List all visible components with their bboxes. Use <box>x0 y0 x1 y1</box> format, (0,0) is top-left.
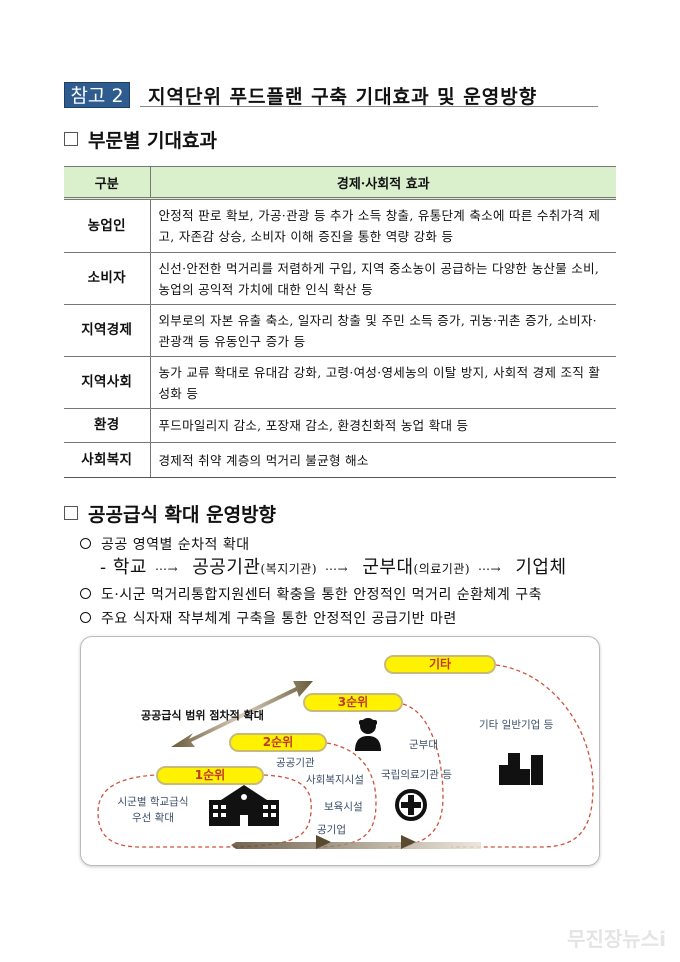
title-underline <box>140 106 598 107</box>
section-title: 부문별 기대효과 <box>88 130 217 152</box>
watermark-logo: 무진장뉴스i <box>567 927 666 951</box>
tier3-item: 군부대 <box>409 739 438 751</box>
header-category: 구분 <box>64 166 151 200</box>
bottom-arrow <box>401 835 416 849</box>
row-effect: 농가 교류 확대로 유대감 강화, 고령·여성·영세농의 이탈 방지, 사회적 … <box>150 356 616 409</box>
bottom-arrow <box>231 842 481 849</box>
row-category: 지역경제 <box>64 304 151 357</box>
bullet-text: 공공 영역별 순차적 확대 <box>101 537 250 553</box>
school-icon <box>209 785 279 826</box>
tier1-loop <box>97 774 312 848</box>
row-category: 환경 <box>64 408 151 443</box>
tier2-item: 공공기관 <box>276 757 315 769</box>
bullet-text: 도·시군 먹거리통합지원센터 확충을 통한 안정적인 먹거리 순환체계 구축 <box>101 587 542 603</box>
tier2-item: 공기업 <box>317 824 346 836</box>
row-category: 농업인 <box>64 198 151 253</box>
arrow-icon: ⋯→ <box>325 562 349 576</box>
circle-bullet-icon <box>80 588 91 599</box>
step-sub: (의료기관) <box>413 562 471 576</box>
bullet-item: 공공 영역별 순차적 확대 <box>80 534 250 554</box>
expansion-diagram: 공공급식 범위 점차적 확대 기타 3순위 2순위 1순위 시군별 학교급식 우… <box>80 636 600 866</box>
section-title: 공공급식 확대 운영방향 <box>88 504 277 526</box>
dash: - <box>100 557 107 578</box>
circle-bullet-icon <box>80 538 91 549</box>
tier-badge-1: 1순위 <box>156 766 264 785</box>
arrow-icon: ⋯→ <box>478 562 502 576</box>
step-public: 공공기관 <box>192 557 261 578</box>
step-school: 학교 <box>112 557 147 578</box>
circle-bullet-icon <box>80 612 91 623</box>
soldier-icon <box>355 718 381 751</box>
medical-cross-icon <box>395 789 427 821</box>
bullet-item: 주요 식자재 작부체계 구축을 통한 안정적인 공급기반 마련 <box>80 608 457 628</box>
diagonal-arrow <box>171 681 313 747</box>
row-effect: 신선·안전한 먹거리를 저렴하게 구입, 지역 중소농이 공급하는 다양한 농산… <box>150 252 616 305</box>
tier4-loop <box>451 664 594 848</box>
expansion-sequence: - 학교 ⋯→ 공공기관(복지기관) ⋯→ 군부대(의료기관) ⋯→ 기업체 <box>100 553 567 579</box>
bottom-arrow <box>316 835 331 849</box>
arrow-label: 공공급식 범위 점차적 확대 <box>141 709 264 722</box>
checkbox-square-icon <box>64 132 78 146</box>
step-sub: (복지기관) <box>260 562 318 576</box>
tier-badge-3: 3순위 <box>303 693 403 712</box>
tier2-item: 보육시설 <box>324 801 363 813</box>
tier-badge-other: 기타 <box>384 655 496 674</box>
tier1-item: 우선 확대 <box>132 812 174 824</box>
checkbox-square-icon <box>64 506 78 520</box>
row-category: 지역사회 <box>64 356 151 409</box>
tier-badge-2: 2순위 <box>229 733 327 752</box>
step-military: 군부대 <box>362 557 414 578</box>
arrow-icon: ⋯→ <box>154 562 179 576</box>
row-category: 소비자 <box>64 252 151 305</box>
reference-tag: 참고 2 <box>64 82 130 108</box>
row-effect: 푸드마일리지 감소, 포장재 감소, 환경친화적 농업 확대 등 <box>150 408 616 443</box>
section-heading-direction: 공공급식 확대 운영방향 <box>64 500 276 527</box>
tier4-item: 기타 일반기업 등 <box>479 719 554 731</box>
row-effect: 외부로의 자본 유출 축소, 일자리 창출 및 주민 소득 증가, 귀농·귀촌 … <box>150 304 616 357</box>
tier2-item: 사회복지시설 <box>306 774 364 786</box>
row-effect: 경제적 취약 계층의 먹거리 불균형 해소 <box>150 442 616 478</box>
office-buildings-icon <box>499 753 543 785</box>
row-category: 사회복지 <box>64 442 151 478</box>
tier1-item: 시군별 학교급식 <box>117 796 189 808</box>
bullet-item: 도·시군 먹거리통합지원센터 확충을 통한 안정적인 먹거리 순환체계 구축 <box>80 584 542 604</box>
header-effect: 경제·사회적 효과 <box>150 166 616 200</box>
step-enterprise: 기업체 <box>515 557 567 578</box>
bullet-text: 주요 식자재 작부체계 구축을 통한 안정적인 공급기반 마련 <box>101 611 457 627</box>
page-title: 지역단위 푸드플랜 구축 기대효과 및 운영방향 <box>148 86 538 108</box>
row-effect: 안정적 판로 확보, 가공·관광 등 추가 소득 창출, 유통단계 축소에 따른… <box>150 198 616 253</box>
diagram-graphics <box>97 664 594 849</box>
section-heading-effects: 부문별 기대효과 <box>64 126 217 153</box>
tier3-item: 국립의료기관 등 <box>381 769 452 781</box>
